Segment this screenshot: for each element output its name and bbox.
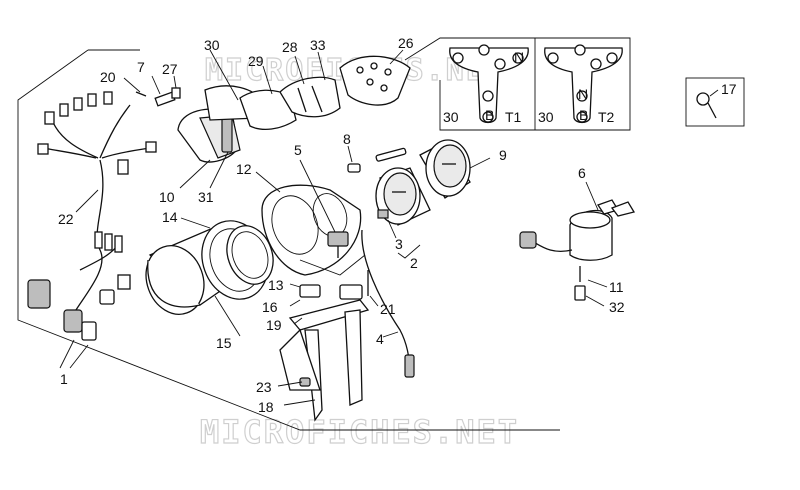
connector-5 [327, 231, 349, 258]
mounting-bracket [279, 270, 370, 422]
gauge-speedometer [375, 167, 431, 226]
callout-15: 15 [216, 335, 232, 351]
callout-5: 5 [294, 142, 302, 158]
callout-8: 8 [343, 131, 351, 147]
leader-lines [59, 49, 719, 406]
instrument-cover [145, 220, 274, 315]
callout-21: 21 [380, 301, 396, 317]
screw-parts-top-left [135, 87, 181, 107]
callout-16: 16 [262, 299, 278, 315]
callout-19: 19 [266, 317, 282, 333]
switch-housing [177, 85, 263, 163]
callout-28: 28 [282, 39, 298, 55]
watermark-bottom: MICROFICHES.NET [200, 413, 519, 451]
callout-22: 22 [58, 211, 74, 227]
inset-t2-ref: 30 [538, 109, 554, 125]
callout-4: 4 [376, 331, 384, 347]
callout-11: 11 [609, 279, 624, 295]
pin-rod [375, 147, 407, 162]
inset-t1-panel: N B 30 T1 [443, 44, 529, 125]
inset-t2-name: T2 [598, 109, 615, 125]
inset-t1-name: T1 [505, 109, 522, 125]
callout-32: 32 [609, 299, 625, 315]
callout-26: 26 [398, 35, 414, 51]
callout-14: 14 [162, 209, 178, 225]
speedo-cable [361, 229, 415, 378]
callout-33: 33 [310, 37, 326, 53]
callout-3: 3 [395, 236, 403, 252]
callout-17: 17 [721, 81, 737, 97]
callout-6: 6 [578, 165, 586, 181]
callout-12: 12 [236, 161, 252, 177]
inset-t2-panel: N B 30 T2 [538, 44, 623, 125]
callout-2: 2 [410, 255, 418, 271]
dashboard-plate [261, 184, 366, 276]
callout-labels: 1 2 3 4 5 6 7 8 9 10 11 12 13 14 15 16 1… [58, 35, 737, 415]
callout-18: 18 [258, 399, 274, 415]
inset-t1-ref: 30 [443, 109, 459, 125]
inset-t1-neutral-glyph: N [514, 49, 524, 65]
callout-27: 27 [162, 61, 178, 77]
switch-covers [239, 55, 411, 131]
inset-t1-fuel-glyph: B [485, 107, 494, 123]
callout-10: 10 [159, 189, 175, 205]
wiring-harness [27, 91, 157, 341]
callout-13: 13 [268, 277, 284, 293]
key-inset [685, 77, 745, 127]
gauge-tachometer [419, 139, 471, 199]
callout-31: 31 [198, 189, 214, 205]
callout-9: 9 [499, 147, 507, 163]
ignition-switch [519, 199, 636, 301]
callout-29: 29 [248, 53, 264, 69]
inset-t2-fuel-glyph: B [579, 107, 588, 123]
inset-t2-neutral-glyph: N [578, 86, 588, 102]
callout-1: 1 [60, 371, 68, 387]
callout-7: 7 [137, 59, 145, 75]
callout-20: 20 [100, 69, 116, 85]
warning-lamp-inset: N B 30 T1 N B 30 T2 [404, 37, 631, 131]
callout-23: 23 [256, 379, 272, 395]
assembly-outline [17, 49, 560, 431]
callout-30: 30 [204, 37, 220, 53]
bolt-8 [347, 163, 361, 173]
